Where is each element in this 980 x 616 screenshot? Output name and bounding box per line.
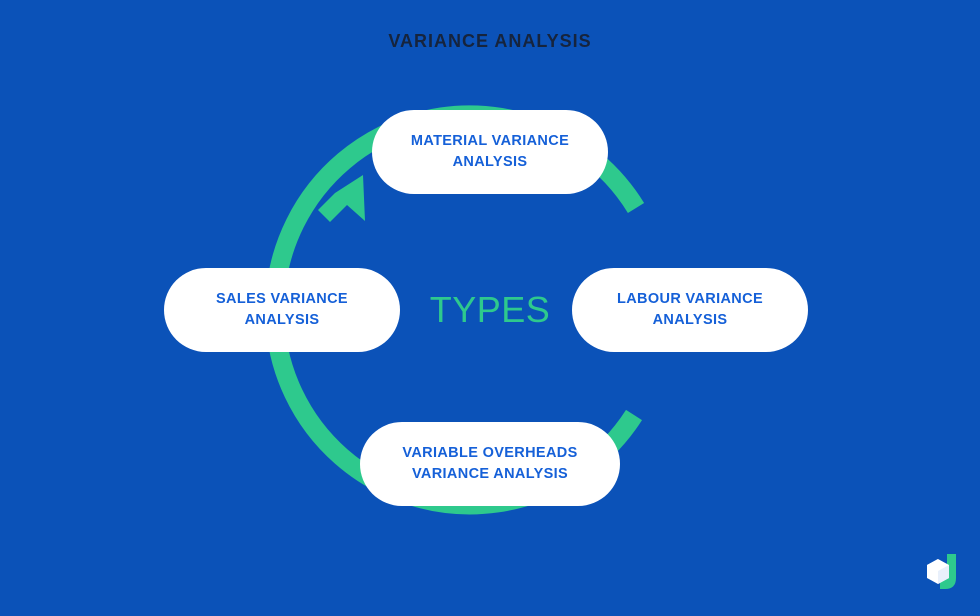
page-title: VARIANCE ANALYSIS (388, 31, 592, 51)
logo-cube-facet-top (927, 559, 938, 571)
node-label-material: MATERIAL VARIANCE ANALYSIS (410, 133, 570, 170)
node-label-sales: SALES VARIANCE ANALYSIS (216, 291, 348, 328)
node-card-material[interactable]: MATERIAL VARIANCE ANALYSIS (372, 110, 608, 194)
ring-arrowhead (318, 175, 365, 222)
node-label-labour: LABOUR VARIANCE ANALYSIS (617, 291, 763, 328)
node-card-variable-overheads[interactable]: VARIABLE OVERHEADS VARIANCE ANALYSIS (360, 422, 620, 506)
node-card-labour[interactable]: LABOUR VARIANCE ANALYSIS (572, 268, 808, 352)
logo-cube-facet-right (938, 565, 949, 584)
node-label-variable-overheads: VARIABLE OVERHEADS VARIANCE ANALYSIS (402, 445, 578, 482)
cube-j-logo (927, 554, 956, 589)
node-card-sales[interactable]: SALES VARIANCE ANALYSIS (164, 268, 400, 352)
diagram-center-label: TYPES (429, 289, 551, 330)
